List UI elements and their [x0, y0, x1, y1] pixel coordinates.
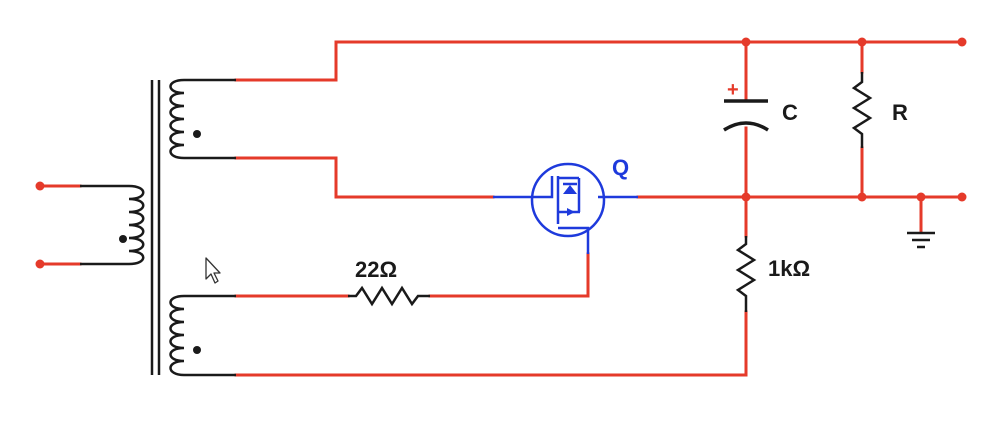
- capacitor-c: [723, 99, 769, 132]
- node-cap-top: [741, 37, 751, 47]
- capacitor-label: C: [782, 100, 798, 125]
- capacitor-plus-sign: +: [727, 79, 739, 101]
- resistor-r-label: R: [892, 100, 908, 125]
- node-r-bottom: [857, 192, 867, 202]
- node-source: [741, 192, 751, 202]
- resistor-1k-label: 1kΩ: [768, 256, 810, 281]
- transistor-q: [493, 162, 638, 254]
- primary-dot: [119, 235, 127, 243]
- resistor-22ohm-label: 22Ω: [355, 257, 397, 282]
- resistor-22ohm: [348, 285, 430, 307]
- node-r-top: [857, 37, 867, 47]
- node-output-top: [957, 37, 967, 47]
- q-drain-lead: [542, 176, 554, 199]
- wire-bottom-return: [234, 310, 748, 377]
- capacitor-plate-bottom: [723, 121, 769, 132]
- secondary1-dot: [193, 130, 201, 138]
- wires: [38, 40, 964, 377]
- primary-winding: [128, 184, 145, 266]
- wire-top-rail: [234, 40, 964, 82]
- mouse-pointer-icon: [205, 257, 221, 284]
- ground-icon: [907, 231, 935, 249]
- q-diode-triangle: [563, 185, 577, 194]
- polarity-dots: [119, 130, 201, 354]
- q-arrow: [567, 208, 575, 216]
- transistor-q-fills: [563, 185, 577, 216]
- transformer: [80, 78, 236, 377]
- secondary2-dot: [193, 346, 201, 354]
- q-bottom-contact: [558, 226, 590, 254]
- wire-secondary1-to-q: [234, 156, 495, 199]
- q-body-circle: [530, 162, 606, 238]
- secondary2-winding: [169, 294, 185, 377]
- resistor-1k: [735, 236, 757, 312]
- node-input-top: [35, 181, 45, 191]
- wire-22ohm-to-gate: [428, 252, 590, 298]
- transistor-label: Q: [612, 155, 629, 180]
- node-output-bottom: [957, 192, 967, 202]
- secondary1-winding: [169, 78, 185, 160]
- node-ground: [916, 192, 926, 202]
- node-input-bottom: [35, 259, 45, 269]
- resistor-r: [851, 72, 873, 148]
- nodes: [35, 37, 967, 269]
